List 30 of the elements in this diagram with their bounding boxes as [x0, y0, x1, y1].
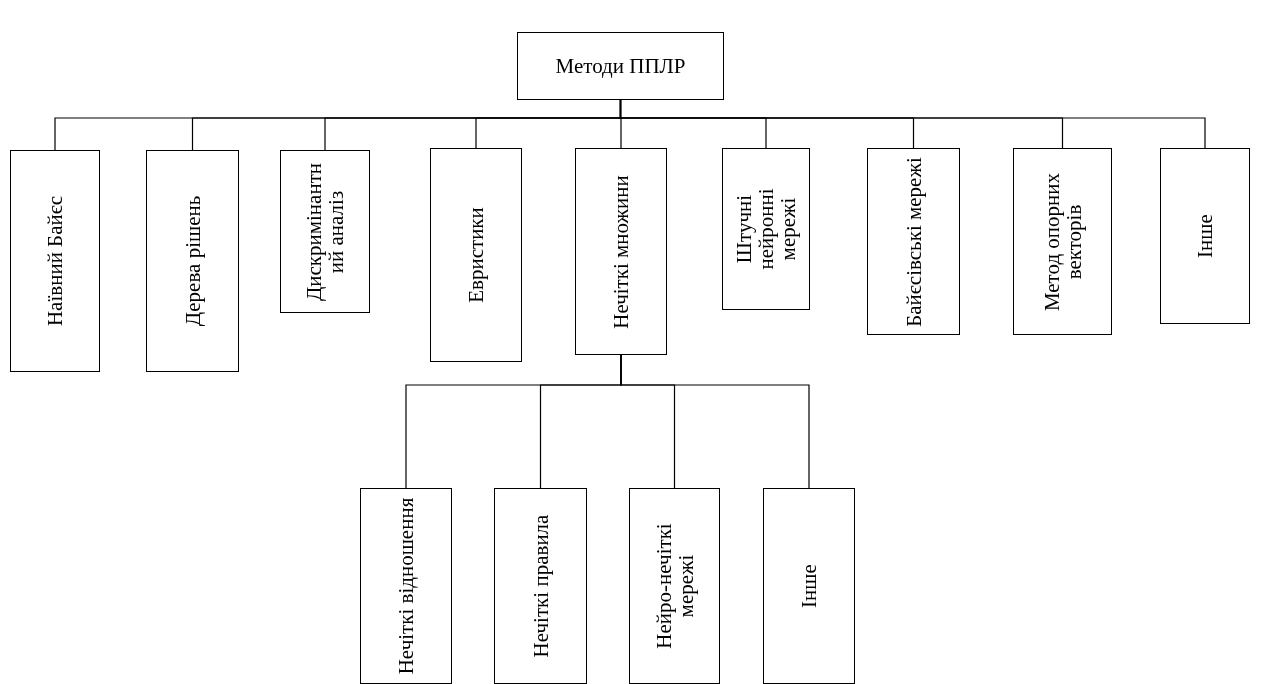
- method-box: [146, 150, 239, 372]
- node-label: Нейро-нечіткі мережі: [652, 522, 697, 651]
- node-label: Евристики: [465, 206, 487, 305]
- method-box: [280, 150, 370, 313]
- node-label: Методи ППЛР: [554, 55, 687, 77]
- node-label: Штучні нейронні мережі: [732, 187, 800, 272]
- method-box: [763, 488, 855, 684]
- node-label: Дерева рішень: [181, 194, 204, 329]
- node-label: Байєсівські мережі: [902, 155, 925, 328]
- connector-line: [620, 354, 810, 489]
- method-box: [575, 148, 667, 355]
- connector-line: [619, 99, 1206, 149]
- node-label: Нечіткі множини: [610, 173, 632, 331]
- method-box: [10, 150, 100, 372]
- node-label: Інше: [1194, 213, 1216, 260]
- method-box: [629, 488, 720, 684]
- method-box: [867, 148, 960, 335]
- node-label: Дискримінантний аналіз: [302, 161, 348, 303]
- method-box: [1013, 148, 1112, 335]
- node-label: Інше: [798, 563, 820, 610]
- node-label: Нечіткі правила: [529, 513, 552, 660]
- node-label: Наївний Байєс: [44, 194, 66, 329]
- node-label: Метод опорних векторів: [1040, 171, 1085, 313]
- root-box: [517, 32, 724, 100]
- method-box: [430, 148, 522, 362]
- method-box: [1160, 148, 1250, 324]
- method-box: [360, 488, 452, 684]
- method-box: [722, 148, 810, 310]
- node-label: Нечіткі відношення: [395, 496, 417, 677]
- method-box: [494, 488, 587, 684]
